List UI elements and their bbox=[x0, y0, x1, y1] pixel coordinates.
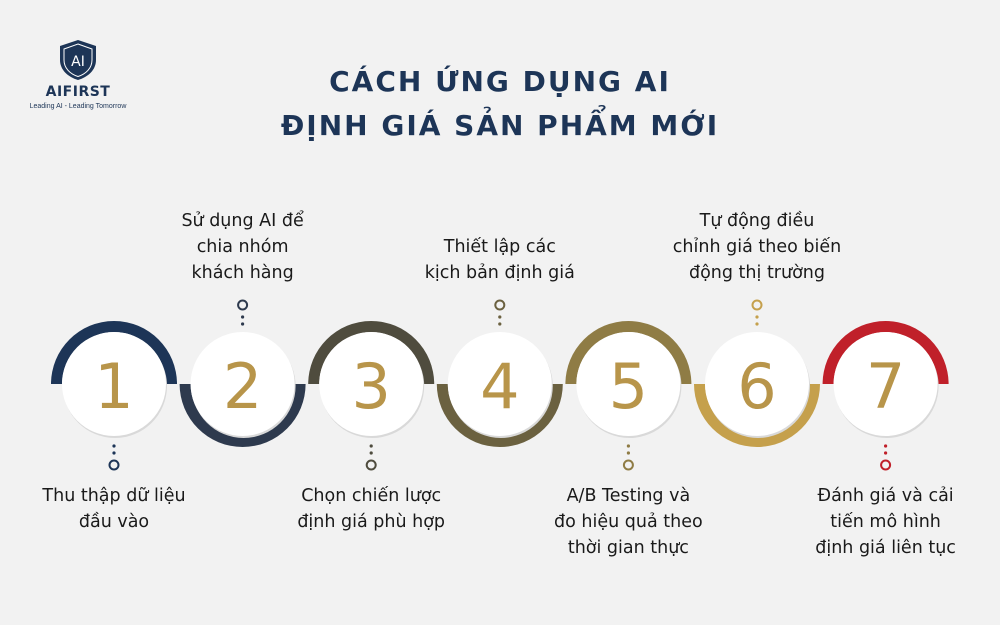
step-2: 2 bbox=[179, 299, 306, 448]
connector-dot bbox=[498, 315, 502, 319]
step-label-line: kịch bản định giá bbox=[424, 263, 575, 283]
title-line-2: ĐỊNH GIÁ SẢN PHẨM MỚI bbox=[280, 109, 720, 142]
step-label-7: Đánh giá và cải tiến mô hình định giá liên… bbox=[796, 483, 976, 561]
step-label-line: định giá phù hợp bbox=[297, 512, 446, 532]
connector-ring-icon bbox=[751, 299, 763, 311]
step-label-line: đo hiệu quả theo bbox=[554, 512, 703, 532]
step-label-line: tiến mô hình bbox=[830, 512, 941, 532]
step-number: 3 bbox=[351, 350, 390, 423]
step-number: 4 bbox=[480, 350, 519, 423]
step-arc bbox=[179, 384, 306, 448]
step-circle bbox=[576, 332, 681, 436]
connector-ring-icon bbox=[365, 459, 377, 471]
step-label-5: A/B Testing và đo hiệu quả theo thời gian … bbox=[538, 483, 718, 561]
step-label-4: Thiết lập các kịch bản định giá bbox=[410, 234, 590, 286]
step-circle bbox=[190, 332, 295, 436]
step-number: 5 bbox=[609, 350, 648, 423]
connector-dot bbox=[369, 444, 373, 448]
title-line-1: CÁCH ỨNG DỤNG AI bbox=[329, 65, 671, 98]
shield-icon: AI bbox=[60, 40, 96, 80]
step-label-line: thời gian thực bbox=[567, 538, 689, 558]
step-label-line: Sử dụng AI để bbox=[181, 211, 304, 231]
connector-dot bbox=[755, 322, 759, 326]
logo: AI AIFIRST Leading AI - Leading Tomorrow bbox=[28, 38, 128, 110]
logo-tagline: Leading AI - Leading Tomorrow bbox=[29, 103, 127, 110]
step-label-line: động thị trường bbox=[688, 263, 825, 283]
step-5: 5 bbox=[565, 321, 692, 471]
step-number: 6 bbox=[737, 350, 776, 423]
connector-dot bbox=[626, 451, 631, 455]
step-arc bbox=[565, 321, 692, 384]
step-1: 1 bbox=[51, 321, 177, 471]
step-label-2: Sử dụng AI để chia nhóm khách hàng bbox=[153, 208, 333, 286]
step-label-line: đầu vào bbox=[78, 512, 150, 532]
step-number: 7 bbox=[866, 350, 905, 423]
connector-ring-icon bbox=[622, 459, 634, 471]
connector-dot bbox=[498, 322, 502, 326]
step-arc bbox=[308, 321, 435, 384]
connector-dot bbox=[884, 444, 888, 448]
connector-dot bbox=[112, 451, 116, 455]
step-arc bbox=[822, 321, 949, 384]
step-label-line: Thiết lập các bbox=[443, 237, 556, 257]
step-3: 3 bbox=[308, 321, 435, 471]
logo-mark: AI bbox=[71, 54, 85, 70]
step-label-3: Chọn chiến lược định giá phù hợp bbox=[281, 483, 461, 535]
step-7: 7 bbox=[822, 321, 949, 471]
step-label-1: Thu thập dữ liệu đầu vào bbox=[24, 483, 204, 535]
step-label-line: Thu thập dữ liệu bbox=[42, 486, 186, 506]
step-label-6: Tự động điều chỉnh giá theo biến động thị … bbox=[667, 208, 847, 286]
connector-dot bbox=[755, 315, 759, 319]
step-6: 6 bbox=[694, 299, 820, 447]
step-label-line: Đánh giá và cải bbox=[817, 486, 954, 506]
step-label-line: Tự động điều bbox=[699, 211, 815, 231]
logo-name: AIFIRST bbox=[45, 84, 111, 100]
step-4: 4 bbox=[436, 299, 563, 448]
step-label-line: định giá liên tục bbox=[815, 538, 956, 558]
step-label-line: khách hàng bbox=[191, 263, 294, 283]
connector-dot bbox=[241, 322, 245, 326]
step-number: 1 bbox=[94, 350, 133, 423]
step-circle bbox=[62, 332, 166, 436]
page-title: CÁCH ỨNG DỤNG AI ĐỊNH GIÁ SẢN PHẨM MỚI bbox=[0, 60, 1000, 148]
step-label-line: Chọn chiến lược bbox=[301, 486, 442, 506]
step-circle bbox=[447, 332, 552, 436]
step-arc bbox=[51, 321, 177, 384]
connector-ring-icon bbox=[108, 459, 120, 471]
connector-dot bbox=[884, 451, 888, 455]
step-circle bbox=[705, 332, 809, 436]
connector-dot bbox=[112, 444, 116, 448]
connector-ring-icon bbox=[880, 459, 892, 471]
step-arc bbox=[436, 384, 563, 448]
step-label-line: chia nhóm bbox=[196, 237, 289, 257]
step-label-line: chỉnh giá theo biến bbox=[672, 237, 842, 257]
step-circle bbox=[319, 332, 424, 436]
step-circle bbox=[833, 332, 938, 436]
connector-dot bbox=[369, 451, 373, 455]
connector-dot bbox=[241, 315, 245, 319]
connector-ring-icon bbox=[237, 299, 249, 311]
connector-dot bbox=[626, 444, 631, 448]
step-number: 2 bbox=[223, 350, 262, 423]
step-label-line: A/B Testing và bbox=[566, 486, 691, 506]
step-arc bbox=[694, 384, 820, 447]
connector-ring-icon bbox=[494, 299, 506, 311]
